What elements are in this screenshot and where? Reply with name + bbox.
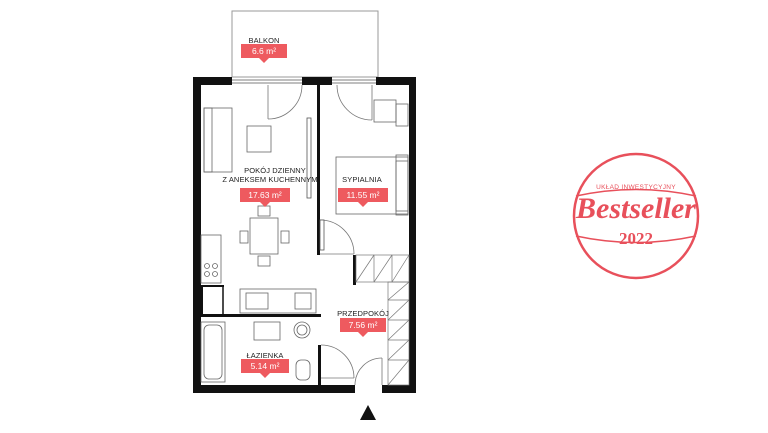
hall-area-badge: 7.56 m² [340, 318, 386, 337]
shaft [200, 285, 224, 316]
outer-walls [193, 77, 416, 393]
bathroom-fixtures [200, 321, 311, 383]
sliding-door [306, 117, 325, 251]
bestseller-badge [572, 152, 700, 280]
living-label-line2: Z ANEKSEM KUCHENNYM [222, 175, 318, 184]
balkon-label: BALKON [248, 36, 280, 45]
living-area-badge: 17.63 m² [240, 188, 290, 207]
living-label-line1: POKÓJ DZIENNY [244, 166, 306, 175]
entrance-arrow-icon [360, 405, 376, 420]
badge-year: 2022 [619, 229, 653, 248]
windows [232, 79, 376, 84]
bathroom-label: ŁAZIENKA [246, 351, 284, 360]
badge-main-text: Bestseller [576, 192, 696, 225]
badge-top-text: UKŁAD INWESTYCYJNY [596, 184, 676, 191]
bathroom-area-badge: 5.14 m² [241, 359, 289, 378]
balkon-area-badge: 6.6 m² [241, 44, 287, 63]
bedroom-label: SYPIALNIA [342, 175, 382, 184]
hall-label: PRZEDPOKÓJ [337, 309, 389, 318]
bedroom-area-badge: 11.55 m² [338, 188, 388, 207]
door-swings [267, 84, 383, 386]
hall-wardrobe [355, 254, 410, 386]
living-furniture [200, 107, 317, 314]
bedroom-furniture [335, 99, 409, 216]
